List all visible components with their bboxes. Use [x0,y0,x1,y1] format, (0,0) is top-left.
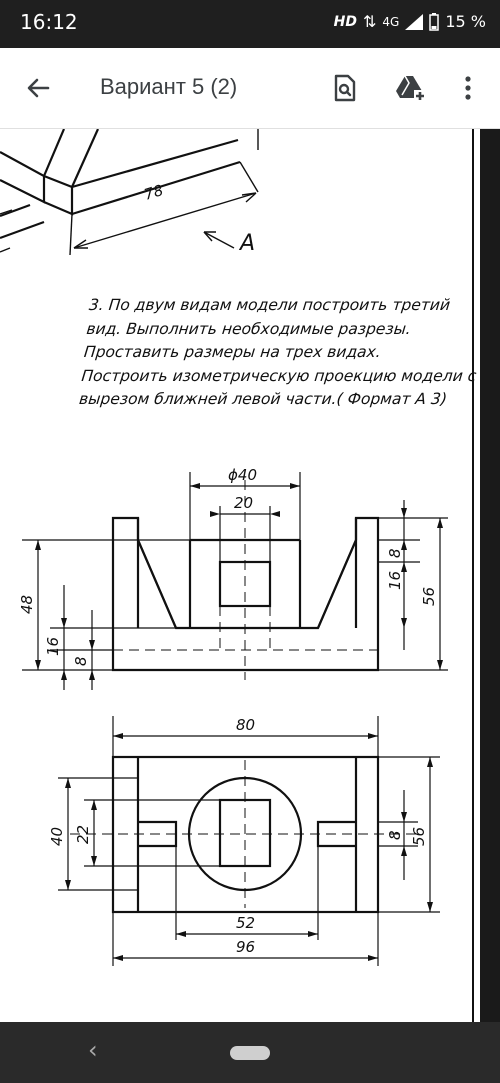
assignment-line: вид. Выполнить необходимые разрезы. [85,319,412,338]
document-title: Вариант 5 (2) [100,74,238,99]
status-bar: 16:12 HD ⇅ 4G 15 % [0,0,500,48]
more-vertical-icon[interactable] [452,72,484,104]
app-bar: Вариант 5 (2) [0,48,500,129]
front-dim-48: 48 [18,595,36,614]
hd-indicator: HD [333,13,357,30]
home-pill-icon[interactable] [230,1046,270,1060]
signal-icon [405,13,424,30]
top-dim-96: 96 [236,938,255,956]
top-dim-40: 40 [48,827,66,846]
technical-drawing: 78 A [0,129,448,966]
arrow-left-icon[interactable] [22,72,54,104]
status-icons: HD ⇅ 4G 15 % [334,12,486,31]
system-nav-bar: ‹ [0,1022,500,1083]
front-dim-8: 8 [72,656,90,666]
data-arrows-icon: ⇅ [363,12,377,31]
status-time: 16:12 [20,10,78,34]
front-dim-20: 20 [234,494,253,512]
front-dim-16: 16 [44,637,62,656]
front-dim-right-56: 56 [420,587,438,606]
assignment-line: Построить изометрическую проекцию модели… [80,366,478,385]
page-frame-line [472,129,474,1022]
assignment-line: Проставить размеры на трех видах. [83,343,382,361]
front-dim-right-16: 16 [386,571,404,590]
front-dim-right-8: 8 [386,548,404,558]
document-page[interactable]: 78 A [0,129,480,1022]
view-label-a: A [238,231,255,256]
top-dim-56: 56 [410,827,428,846]
battery-icon [429,12,440,31]
top-dim-52: 52 [236,914,255,932]
battery-level: 15 % [445,12,486,31]
assignment-line: вырезом ближней левой части.( Формат А 3… [78,390,448,408]
document-search-icon[interactable] [328,72,360,104]
network-type: 4G [382,14,400,29]
assignment-text: 3. По двум видам модели построить третий… [78,294,478,412]
assignment-line: 3. По двум видам модели построить третий [88,296,452,314]
top-dim-22: 22 [74,825,92,844]
top-dim-80: 80 [236,716,255,734]
chevron-left-icon[interactable]: ‹ [88,1036,98,1064]
front-dim-phi40: ϕ40 [228,466,257,484]
iso-dimension-78: 78 [142,181,166,204]
top-dim-8: 8 [386,830,404,840]
drive-add-icon[interactable] [394,72,426,104]
